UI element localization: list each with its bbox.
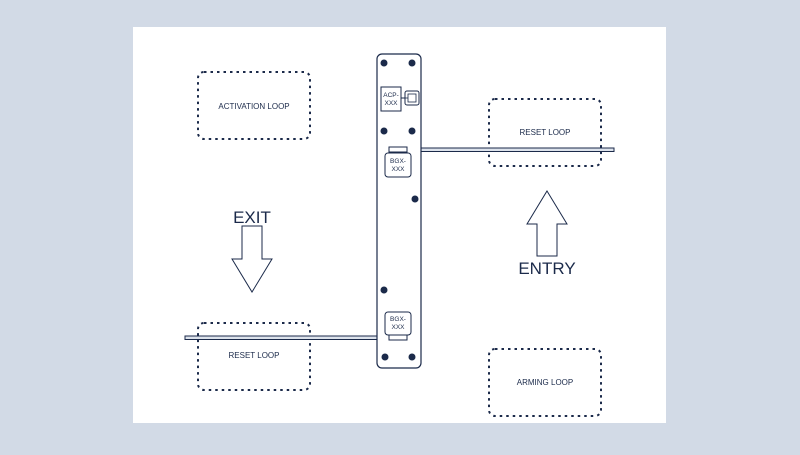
acp-controller: ACP- XXX — [380, 86, 420, 112]
bgx-top-label-line1: BGX- — [390, 158, 406, 165]
bolt — [408, 59, 416, 67]
activation-loop-label: ACTIVATION LOOP — [218, 102, 289, 111]
bolt — [411, 195, 419, 203]
bolt — [408, 353, 416, 361]
exit-arrow: EXIT — [231, 208, 273, 293]
down-arrow-icon — [231, 225, 273, 293]
acp-label-line1: ACP- — [383, 92, 399, 99]
bolt — [381, 353, 389, 361]
bolt — [408, 127, 416, 135]
exit-label: EXIT — [233, 208, 271, 227]
bolt — [380, 286, 388, 294]
acp-label-line2: XXX — [384, 100, 398, 107]
entry-label: ENTRY — [518, 259, 575, 278]
connector-icon — [404, 90, 420, 106]
activation-loop: ACTIVATION LOOP — [197, 71, 311, 140]
reset-loop-top-label: RESET LOOP — [520, 128, 571, 137]
bgx-top-label-line2: XXX — [391, 166, 405, 173]
reset-loop-top: RESET LOOP — [488, 98, 602, 167]
barrier-motor-top: BGX- XXX — [384, 146, 412, 178]
entry-arrow: ENTRY — [518, 190, 576, 278]
reset-loop-bottom-label: RESET LOOP — [229, 351, 280, 360]
central-post — [376, 53, 422, 369]
barrier-arm-bottom — [184, 335, 398, 340]
bgx-bottom-label-line1: BGX- — [390, 316, 406, 323]
bolt — [380, 127, 388, 135]
up-arrow-icon — [526, 190, 568, 257]
bgx-bottom-label-line2: XXX — [391, 324, 405, 331]
barrier-arm-top — [401, 147, 615, 152]
reset-loop-bottom: RESET LOOP — [197, 322, 311, 391]
arming-loop-label: ARMING LOOP — [517, 378, 573, 387]
bolt — [380, 59, 388, 67]
barrier-motor-bottom: BGX- XXX — [384, 311, 412, 341]
arming-loop: ARMING LOOP — [488, 348, 602, 417]
